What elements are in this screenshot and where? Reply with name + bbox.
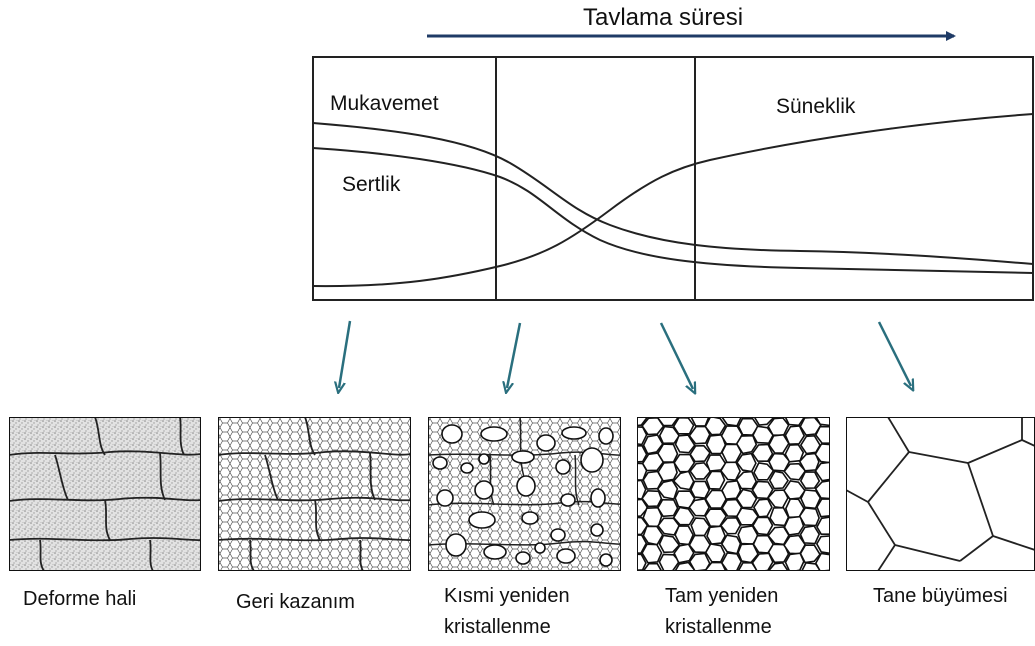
grain-cell [672,506,695,526]
grain-cell [751,443,774,463]
grain-cell [672,470,695,491]
grain-cell [752,498,773,518]
grain-cell [752,516,774,536]
grain-cell [752,425,774,445]
grain-cell [656,479,679,500]
caption-deformed: Deforme hali [23,588,137,610]
grain-cell [735,470,758,490]
grain-cell [715,417,723,418]
grain-cell [611,580,631,598]
hardness-label: Sertlik [342,173,401,196]
ductility-label: Süneklik [776,95,856,118]
grain-cell [673,543,695,564]
grain-cell [814,443,830,464]
panel-partial-recrystallization [428,417,621,571]
grain-cell [637,417,649,427]
strength-curve [312,122,1034,265]
grain-cell [626,391,647,407]
grain-cell [658,425,681,445]
annealing-time-label: Tavlama süresi [583,4,744,31]
grain-cell [674,561,696,571]
property-graph [312,56,1034,301]
grain-cell [800,581,821,599]
grain-cell [674,399,694,416]
strength-label: Mukavemet [330,92,439,115]
grain-cell [817,390,834,408]
grain-cell [637,534,648,555]
grain-cell [705,470,726,490]
grain-cell [798,507,820,527]
grain-cell [690,480,711,499]
grain-cell [672,417,695,435]
pointer-arrow-3 [659,322,693,389]
grain-cell [753,417,775,426]
grain-cell [719,516,742,535]
grain-cell [799,544,821,564]
grain-cell [767,561,789,571]
caption-full-recrystallization: Tam yeniden kristallenme [665,585,779,638]
pointer-arrow-1 [339,320,352,388]
grain-cell [641,543,663,564]
ductility-curve [312,113,1034,288]
grain-cell [801,399,820,416]
grain-cell [642,434,664,455]
grain-cell [784,425,806,446]
grain-cell [814,552,830,571]
grain-cell [784,443,805,463]
grain-cell [659,390,678,408]
grain-cell [816,498,830,518]
grain-cell [742,417,747,418]
grain-cell [642,562,663,571]
grain-cell [611,399,631,416]
grain-cell [783,462,807,481]
caption-partial-recrystallization: Kısmi yeniden kristallenme [444,585,570,638]
grain-cell [637,426,648,446]
panel-recovery [218,417,411,571]
grain-cell [799,471,821,490]
panel-deformed [9,417,201,571]
grain-cell [816,572,836,589]
grain-cell [783,480,806,500]
grain-cell [637,444,648,463]
grain-cell [814,425,830,445]
grain-cell [784,389,804,408]
grain-cell [799,525,821,545]
caption-recovery: Geri kazanım [236,591,355,613]
pointer-arrow-4 [877,321,911,386]
grain-cell [753,389,773,407]
grain-cell [674,434,696,454]
grain-cell [768,433,790,454]
grain-cell [648,417,653,418]
grain-cell [784,573,803,590]
grain-cell [720,552,743,571]
grain-cell [656,498,679,518]
grain-cell [719,461,741,481]
grain-cell [626,573,647,590]
grain-cell [721,390,742,408]
grain-cell [691,390,711,408]
grain-cell [658,534,681,554]
grain-cell [689,461,712,480]
grain-cell [735,488,758,509]
grain-cell [814,461,830,482]
panel-full-recrystallization [611,389,836,599]
grain-cell [689,444,711,463]
grain-cell [815,417,830,427]
grain-cell [753,462,775,481]
grain-cell [643,581,662,598]
grain-cell [735,507,759,526]
hardness-curve [312,147,1034,274]
grain-cell [772,417,780,419]
pointer-arrow-2 [507,322,522,388]
grain-cell [768,470,789,490]
grain-cell [637,553,647,571]
grain-cell [814,479,830,500]
grain-cell [816,516,830,536]
caption-grain-growth: Tane büyümesi [873,585,1008,607]
grain-cell [815,535,830,555]
panel-grain-growth [846,417,1035,571]
